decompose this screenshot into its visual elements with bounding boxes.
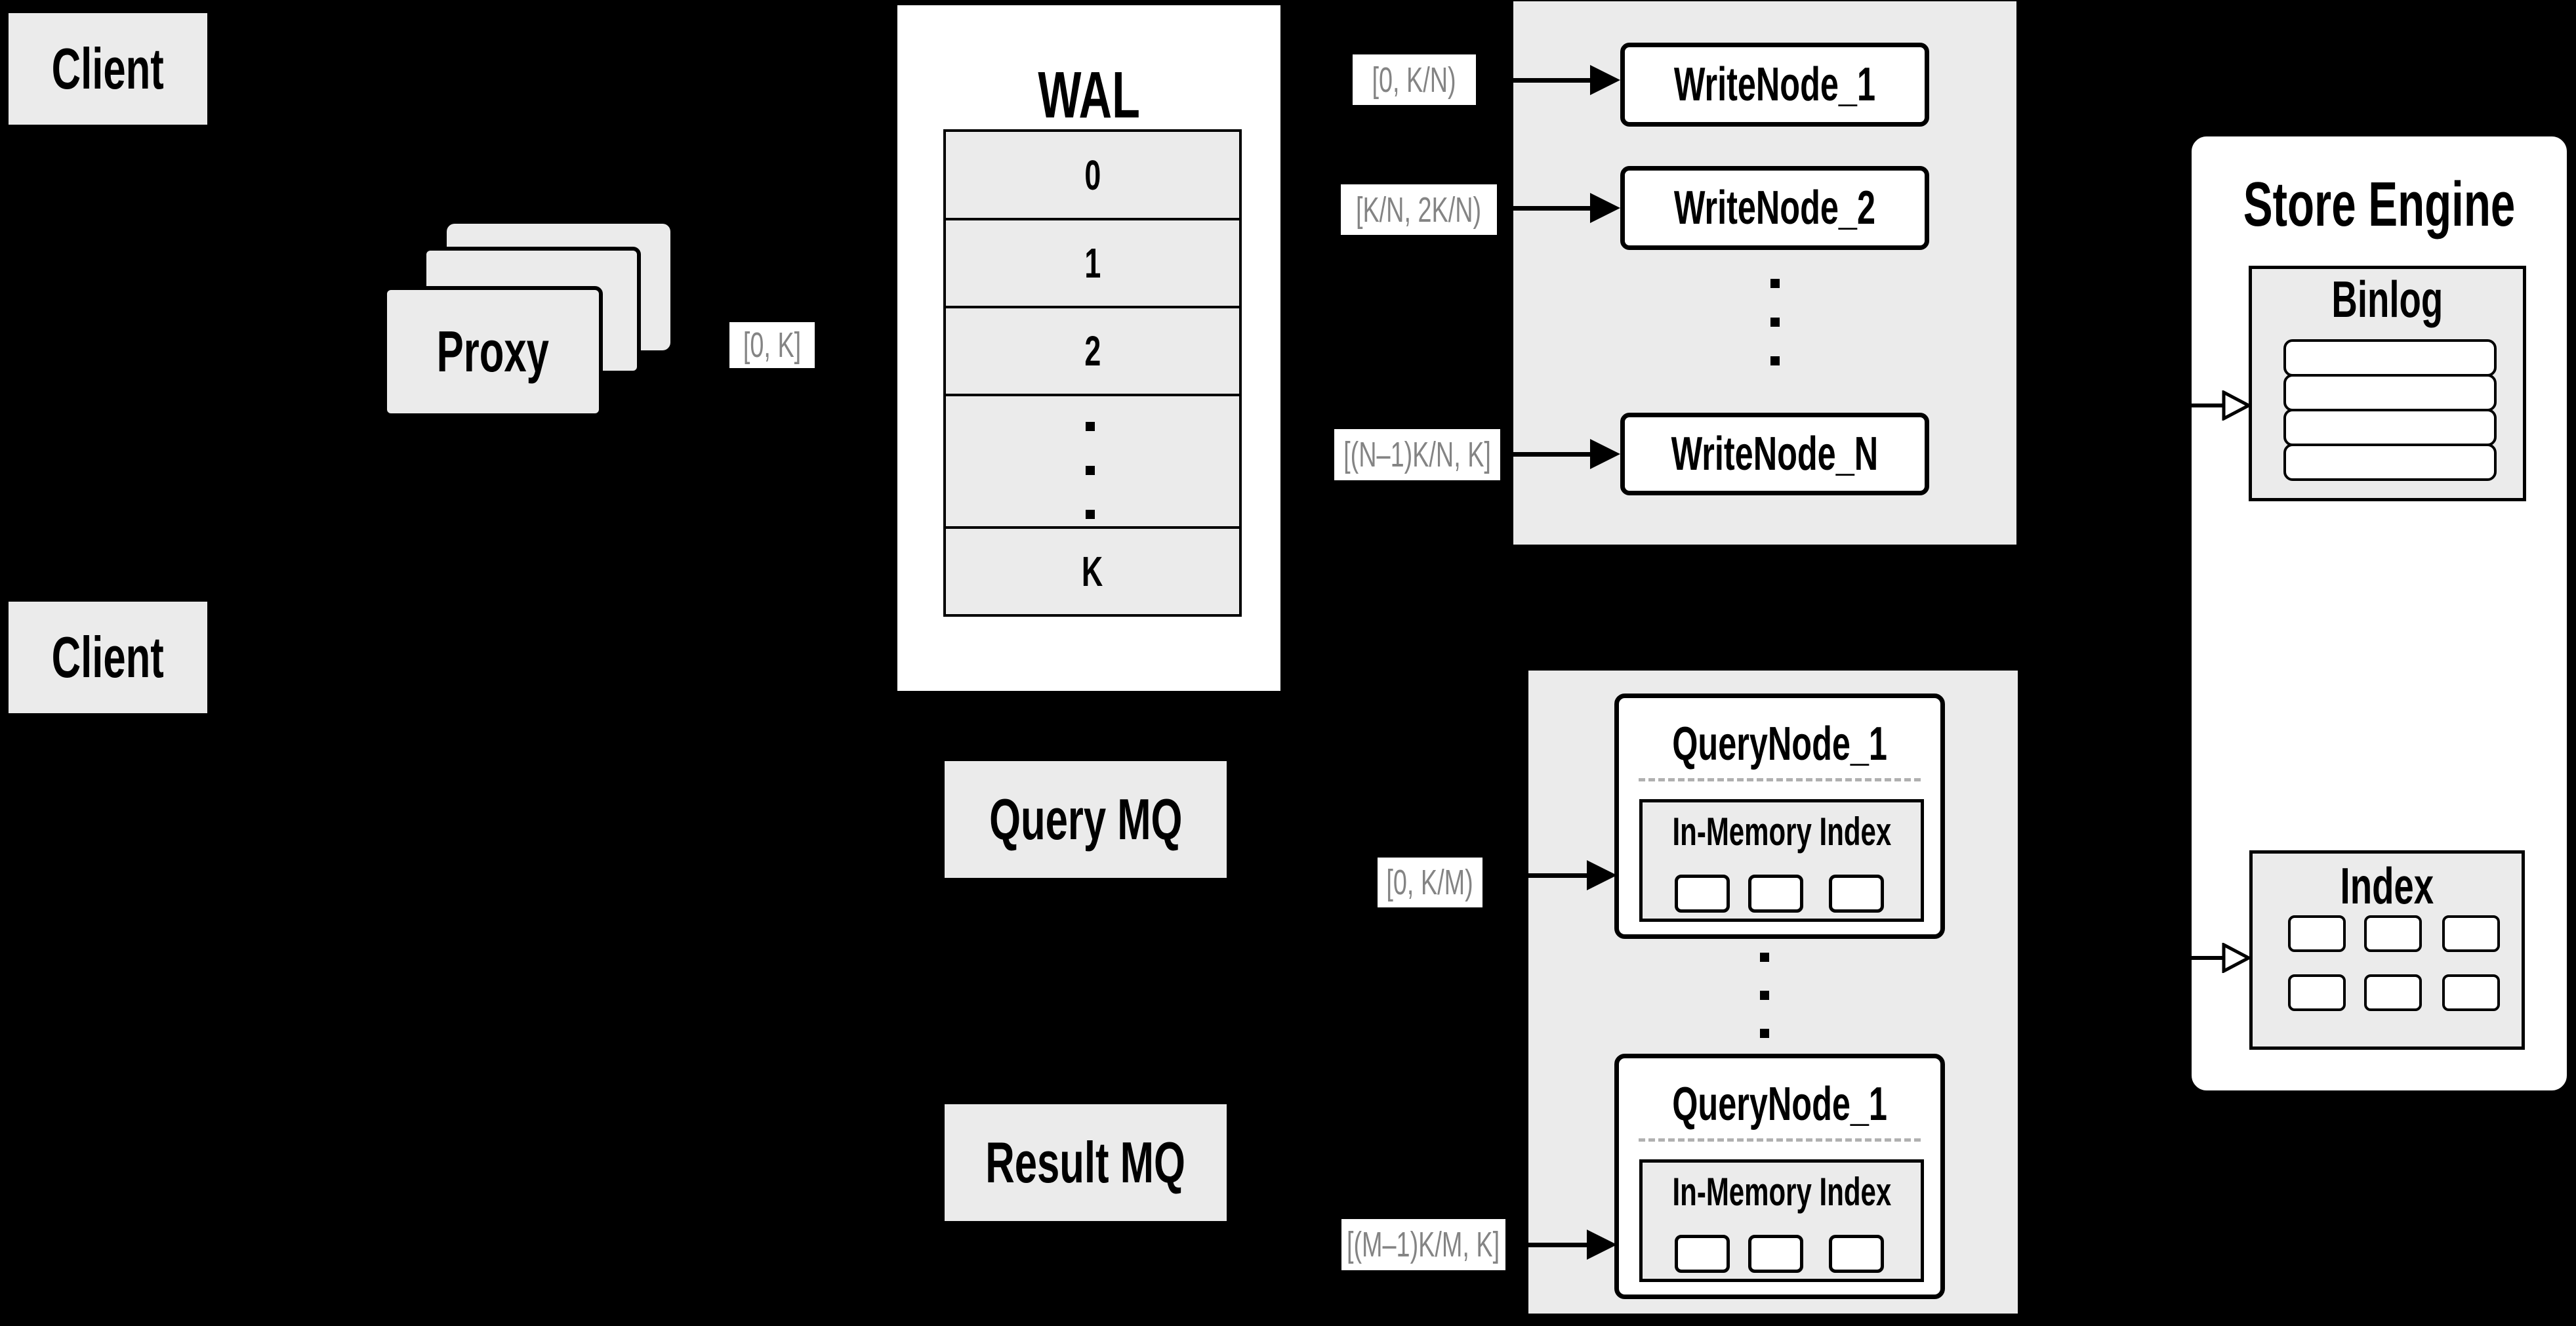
proxy-card-front: Proxy [383, 286, 603, 417]
wal-segment-row: 0 [943, 129, 1242, 220]
client-box-bottom: Client [9, 602, 207, 713]
index-segment-cell [1829, 875, 1884, 913]
dashed-divider [1639, 1138, 1921, 1142]
query-mq-box: Query MQ [945, 761, 1227, 878]
index-title: Index [2340, 856, 2434, 915]
index-cell [2442, 915, 2500, 952]
result-mq-box: Result MQ [945, 1104, 1227, 1221]
arrow-to-write-node-n [1513, 439, 1620, 469]
query-node-title: QueryNode_1 [1672, 1078, 1887, 1130]
vertical-ellipsis-write-nodes [1770, 279, 1780, 365]
client-top-label: Client [51, 36, 165, 101]
index-cell [2364, 915, 2422, 952]
wal-segment-row: 1 [943, 218, 1242, 308]
wal-segment-row-ellipsis [943, 394, 1242, 529]
open-arrowhead-icon [2222, 943, 2251, 973]
index-segment-cell [1675, 1235, 1730, 1273]
range-chip-query-node-1: [0, K/M) [1378, 858, 1482, 907]
vertical-ellipsis-wal [1086, 422, 1095, 519]
index-segment-cell [1748, 1235, 1803, 1273]
range-chip-write-node-1: [0, K/N) [1353, 54, 1476, 105]
binlog-row [2283, 374, 2497, 411]
index-cell [2288, 915, 2346, 952]
wal-segment-row: K [943, 526, 1242, 617]
client-box-top: Client [9, 13, 207, 125]
arrow-to-write-node-2 [1513, 193, 1620, 223]
in-memory-index-title: In-Memory Index [1672, 1169, 1891, 1214]
open-arrow-to-index [2192, 943, 2251, 973]
wal-title: WAL [1038, 58, 1140, 132]
vertical-ellipsis-query-nodes [1760, 953, 1769, 1038]
binlog-row [2283, 444, 2497, 481]
proxy-label: Proxy [436, 319, 550, 384]
index-segment-cell [1829, 1235, 1884, 1273]
range-chip-write-node-n: [(N–1)K/N, K] [1334, 429, 1500, 480]
index-segment-cell [1675, 875, 1730, 913]
arrow-to-query-node-bottom [1528, 1230, 1617, 1260]
client-bottom-label: Client [51, 625, 165, 690]
range-chip-write-node-2: [K/N, 2K/N) [1341, 184, 1497, 235]
binlog-row [2283, 409, 2497, 446]
store-engine-title: Store Engine [2243, 169, 2516, 239]
write-node-2-box: WriteNode_2 [1620, 166, 1929, 250]
range-chip-query-node-m: [(M–1)K/M, K] [1341, 1219, 1505, 1270]
write-node-n-box: WriteNode_N [1620, 413, 1929, 495]
index-segment-cell [1748, 875, 1803, 913]
wal-segment-row: 2 [943, 306, 1242, 396]
in-memory-index-panel: In-Memory Index [1639, 799, 1924, 922]
range-chip-proxy-to-wal: [0, K] [729, 322, 815, 368]
query-node-title: QueryNode_1 [1672, 718, 1887, 770]
binlog-rows [2283, 339, 2497, 481]
open-arrowhead-icon [2222, 390, 2251, 421]
open-arrow-to-binlog [2192, 390, 2251, 421]
write-node-1-box: WriteNode_1 [1620, 43, 1929, 127]
in-memory-index-title: In-Memory Index [1672, 809, 1891, 854]
query-node-box-top: QueryNode_1 In-Memory Index [1614, 694, 1945, 939]
binlog-title: Binlog [2331, 270, 2443, 328]
index-cell [2288, 974, 2346, 1011]
binlog-row [2283, 339, 2497, 377]
index-cell [2442, 974, 2500, 1011]
in-memory-index-panel: In-Memory Index [1639, 1159, 1924, 1282]
arrow-to-query-node-top [1528, 860, 1617, 890]
arrow-to-write-node-1 [1513, 65, 1620, 95]
wal-segment-table: 0 1 2 K [943, 129, 1242, 617]
index-cell [2364, 974, 2422, 1011]
query-node-box-bottom: QueryNode_1 In-Memory Index [1614, 1054, 1945, 1299]
dashed-divider [1639, 778, 1921, 781]
